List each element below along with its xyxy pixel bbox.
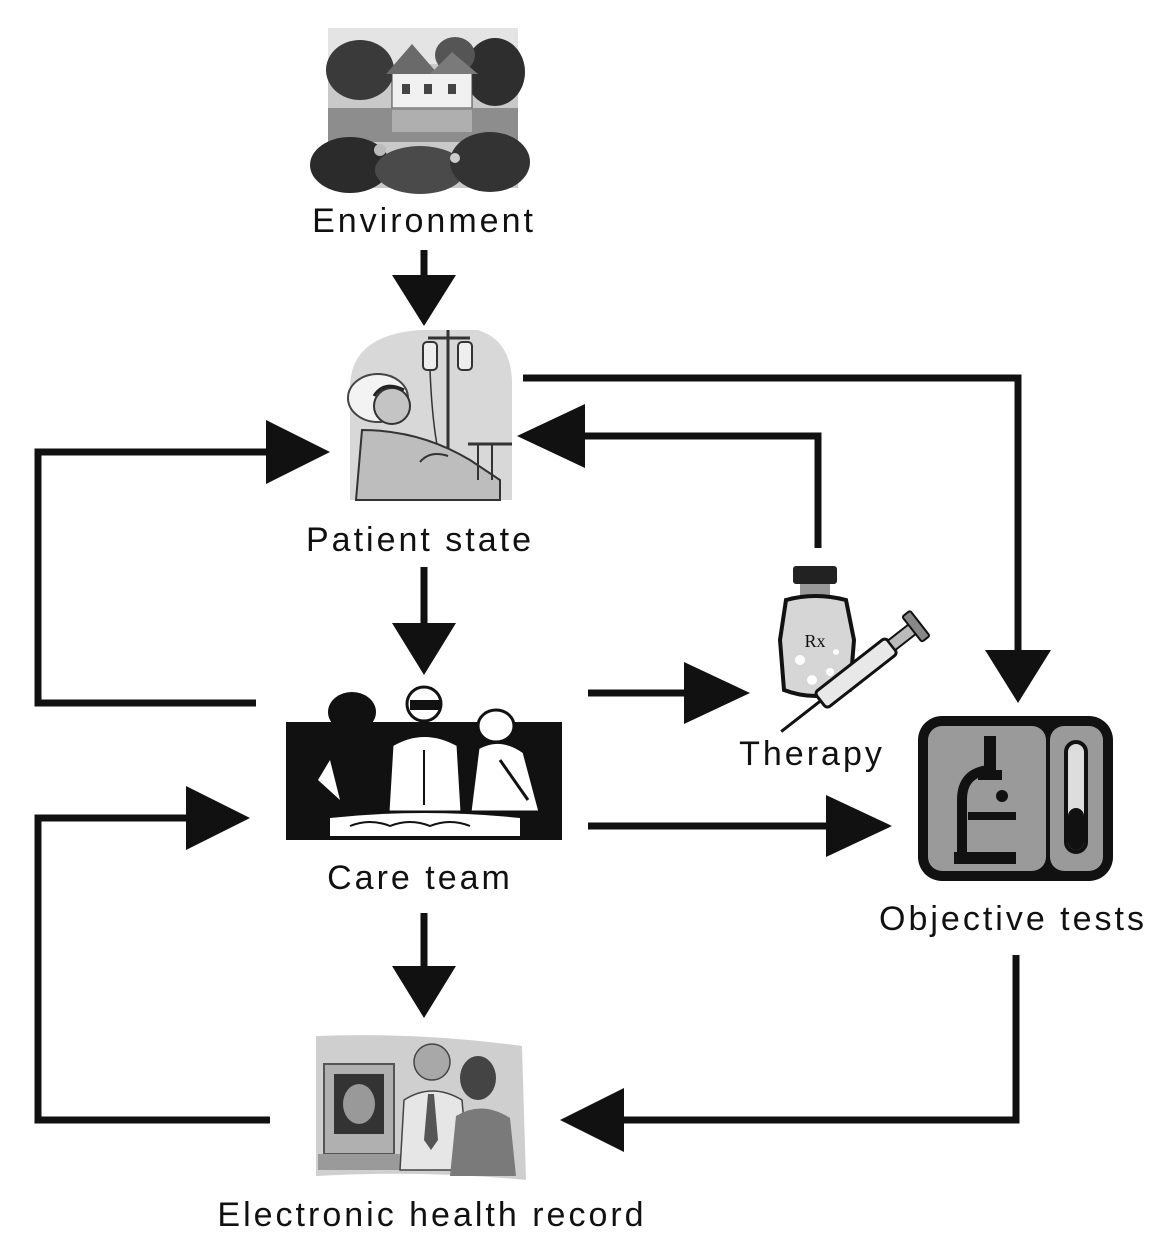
care-team-picture	[286, 685, 562, 840]
environment-label: Environment	[312, 202, 536, 240]
ehr-label: Electronic health record	[217, 1196, 646, 1234]
arrow-care-team-to-objective-tests	[588, 795, 892, 857]
therapy-label: Therapy	[739, 735, 885, 773]
therapy-bottle-rx-text: Rx	[804, 631, 825, 651]
objective-tests-picture	[918, 716, 1113, 881]
ehr-picture	[316, 1035, 526, 1180]
arrow-care-team-to-ehr	[392, 913, 456, 1018]
arrow-care-team-to-therapy	[588, 662, 750, 724]
patient-state-label: Patient state	[306, 521, 534, 559]
environment-picture	[310, 28, 530, 194]
therapy-picture: Rx	[777, 566, 930, 733]
objective-tests-label: Objective tests	[879, 900, 1147, 938]
arrow-patient-state-to-care-team	[392, 567, 456, 675]
flow-arrows	[34, 250, 1051, 1152]
arrow-ehr-to-care-team	[34, 786, 270, 1124]
arrow-care-team-to-patient-state	[34, 420, 330, 707]
arrow-objective-tests-to-ehr	[560, 955, 1020, 1152]
patient-state-picture	[347, 330, 512, 501]
arrow-environment-to-patient-state	[392, 250, 456, 326]
arrow-therapy-to-patient-state	[517, 404, 822, 548]
care-team-label: Care team	[327, 859, 513, 897]
arrow-patient-state-to-objective-tests	[523, 374, 1051, 703]
